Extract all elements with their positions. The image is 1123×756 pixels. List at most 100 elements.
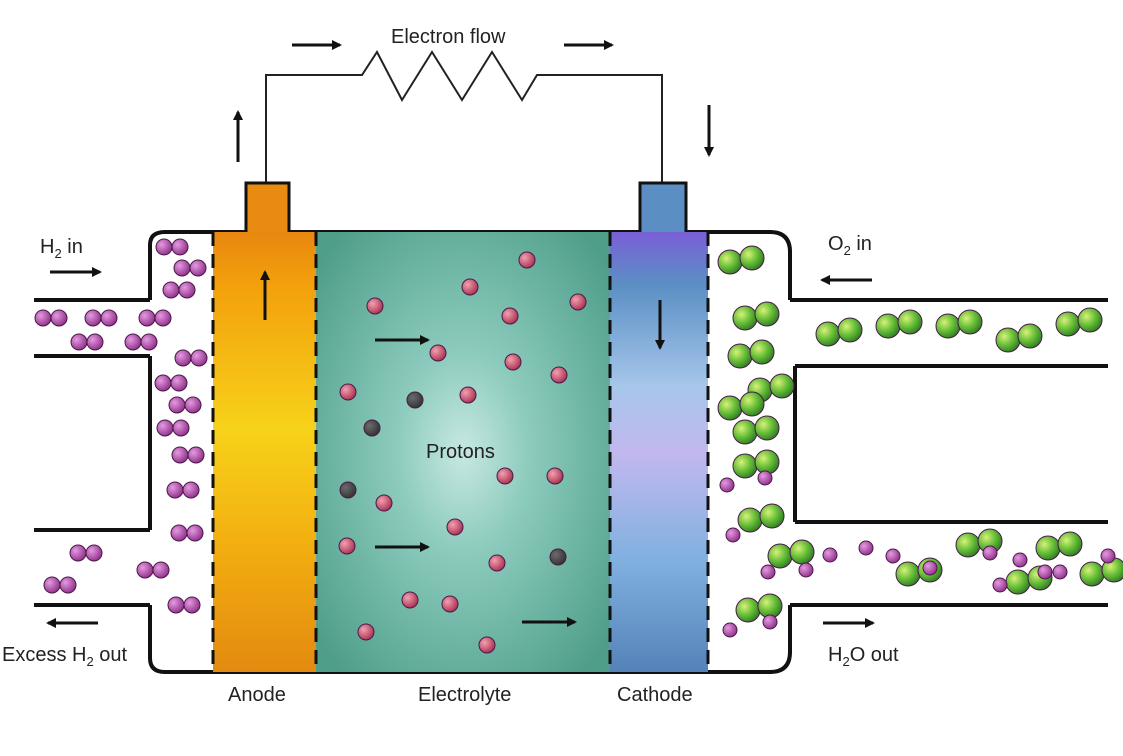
hydrogen-molecule (69, 544, 87, 562)
proton (550, 366, 568, 384)
hydrogen-molecule (167, 596, 185, 614)
hydrogen-molecule (183, 596, 201, 614)
h2-in-label: H2 in (40, 236, 83, 261)
hydrogen-molecule (154, 374, 172, 392)
oxygen-molecule (754, 449, 780, 475)
proton (366, 297, 384, 315)
proton (488, 554, 506, 572)
oxygen-molecule (739, 245, 765, 271)
hydrogen-molecule (171, 238, 189, 256)
hydrogen-molecule (100, 309, 118, 327)
oxygen-molecule (995, 327, 1021, 353)
hydrogen-molecule (190, 349, 208, 367)
hydrogen-molecule (168, 396, 186, 414)
hydrogen-molecule (174, 349, 192, 367)
oxygen-molecule (875, 313, 901, 339)
oxygen-molecule (732, 419, 758, 445)
hydrogen-atom (725, 527, 741, 543)
oxygen-molecule (955, 532, 981, 558)
hydrogen-atom (885, 548, 901, 564)
hydrogen-molecule (34, 309, 52, 327)
hydrogen-molecule (50, 309, 68, 327)
hydrogen-molecule (136, 561, 154, 579)
hydrogen-atom (1100, 548, 1116, 564)
anode-label: Anode (228, 684, 286, 706)
hydrogen-atom (822, 547, 838, 563)
oxygen-molecule (1079, 561, 1105, 587)
hydrogen-atom (922, 560, 938, 576)
oxygen-molecule (749, 339, 775, 365)
hydrogen-molecule (85, 544, 103, 562)
hydrogen-molecule (124, 333, 142, 351)
oxygen-molecule (767, 543, 793, 569)
hydrogen-molecule (187, 446, 205, 464)
hydrogen-atom (1037, 564, 1053, 580)
proton (446, 518, 464, 536)
hydrogen-molecule (59, 576, 77, 594)
oxygen-molecule (1077, 307, 1103, 333)
proton (357, 623, 375, 641)
hydrogen-molecule (156, 419, 174, 437)
hydrogen-atom (798, 562, 814, 578)
oxygen-molecule (754, 415, 780, 441)
oxygen-molecule (1057, 531, 1083, 557)
proton (518, 251, 536, 269)
hydrogen-molecules (34, 238, 208, 614)
oxygen-molecule (1005, 569, 1031, 595)
hydrogen-atom (982, 545, 998, 561)
oxygen-molecule (737, 507, 763, 533)
proton (339, 383, 357, 401)
oxygen-molecules (717, 245, 1123, 623)
hydrogen-molecule (189, 259, 207, 277)
proton (459, 386, 477, 404)
oxygen-molecule (769, 373, 795, 399)
oxygen-molecule (837, 317, 863, 343)
hydrogen-molecule (184, 396, 202, 414)
oxygen-molecule (735, 597, 761, 623)
hydrogen-molecule (43, 576, 61, 594)
protons (338, 251, 587, 654)
electron-flow-label: Electron flow (391, 26, 506, 48)
hydrogen-molecule (172, 419, 190, 437)
proton (496, 467, 514, 485)
proton (546, 467, 564, 485)
hydrogen-atom (757, 470, 773, 486)
proton (504, 353, 522, 371)
hydrogen-molecule (86, 333, 104, 351)
flow-arrows (46, 40, 875, 628)
proton (401, 591, 419, 609)
excess-h2-out-label: Excess H2 out (2, 644, 128, 669)
hydrogen-molecule (70, 333, 88, 351)
left-pipes (34, 298, 152, 607)
hydrogen-atom (762, 614, 778, 630)
oxygen-molecule (754, 301, 780, 327)
membrane-lines (211, 232, 710, 672)
oxygen-molecule (935, 313, 961, 339)
oxygen-molecule (732, 453, 758, 479)
water-molecules (719, 470, 1116, 638)
hydrogen-molecule (170, 524, 188, 542)
oxygen-molecule (895, 561, 921, 587)
proton (339, 481, 357, 499)
hydrogen-atom (722, 622, 738, 638)
oxygen-molecule (759, 503, 785, 529)
proton (501, 307, 519, 325)
hydrogen-molecule (178, 281, 196, 299)
anode-terminal (244, 181, 291, 232)
proton (478, 636, 496, 654)
hydrogen-molecule (152, 561, 170, 579)
proton (569, 293, 587, 311)
oxygen-molecule (897, 309, 923, 335)
proton (461, 278, 479, 296)
hydrogen-molecule (170, 374, 188, 392)
proton (406, 391, 424, 409)
proton (441, 595, 459, 613)
hydrogen-atom (1052, 564, 1068, 580)
h2o-out-label: H2O out (828, 644, 899, 669)
hydrogen-molecule (182, 481, 200, 499)
hydrogen-molecule (173, 259, 191, 277)
hydrogen-molecule (162, 281, 180, 299)
oxygen-molecule (727, 343, 753, 369)
